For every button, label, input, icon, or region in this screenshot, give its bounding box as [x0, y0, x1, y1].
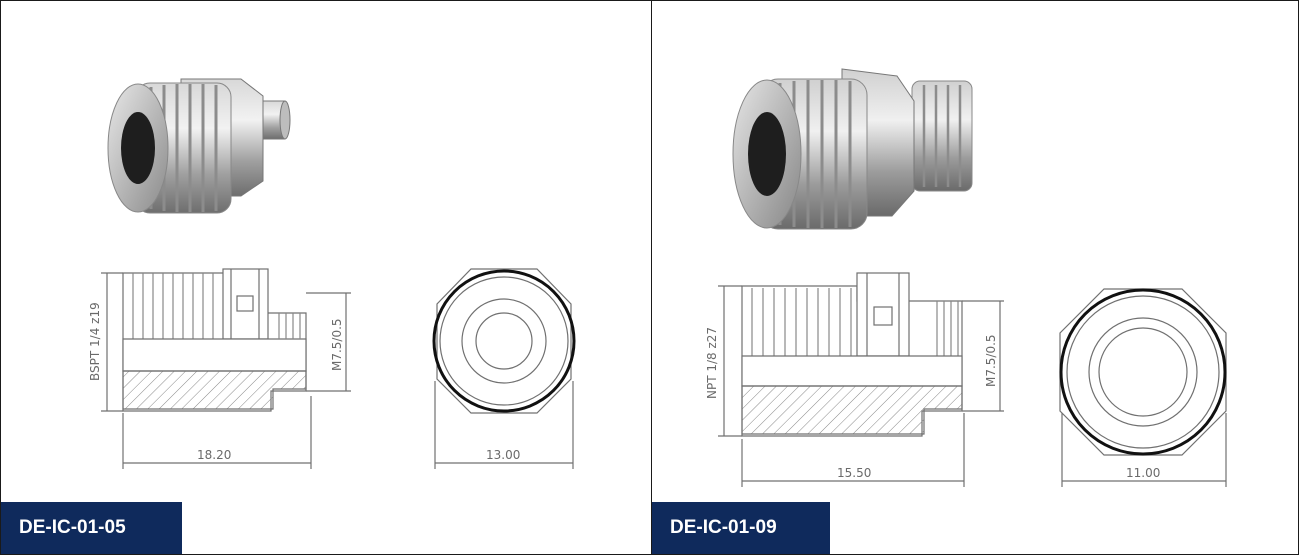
length-dimension: 18.20: [197, 448, 231, 462]
side-section-view: [101, 268, 351, 469]
end-view: [432, 268, 576, 469]
product-code-badge: DE-IC-01-09: [652, 502, 830, 554]
small-thread-label: M7.5/0.5: [984, 334, 998, 387]
length-dimension: 15.50: [837, 466, 871, 480]
fitting-3d-render: [107, 78, 291, 214]
product-panel-left: BSPT 1/4 z19 M7.5/0.5 18.20 13.00 DE-IC-…: [0, 0, 652, 555]
product-panel-right: NPT 1/8 z27 M7.5/0.5 15.50 11.00 DE-IC-0…: [651, 0, 1299, 555]
end-view: [1059, 288, 1227, 487]
thread-label: NPT 1/8 z27: [705, 327, 719, 399]
technical-drawing-left: BSPT 1/4 z19 M7.5/0.5 18.20 13.00: [88, 78, 576, 469]
small-thread-label: M7.5/0.5: [330, 318, 344, 371]
side-section-view: [718, 272, 1004, 487]
diameter-dimension: 11.00: [1126, 466, 1160, 480]
thread-label: BSPT 1/4 z19: [88, 302, 102, 381]
technical-drawing-right: NPT 1/8 z27 M7.5/0.5 15.50 11.00: [705, 68, 1227, 487]
fitting-3d-render: [732, 68, 973, 230]
diameter-dimension: 13.00: [486, 448, 520, 462]
product-code-badge: DE-IC-01-05: [1, 502, 182, 554]
